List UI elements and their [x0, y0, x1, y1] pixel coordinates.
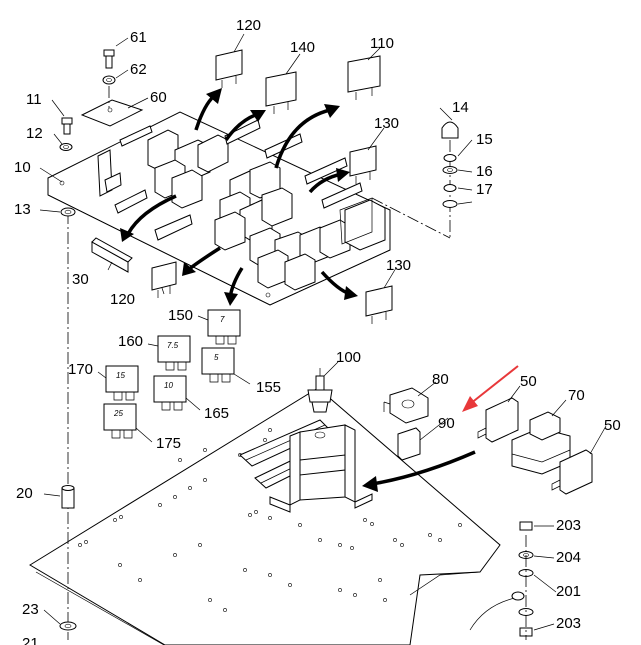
loose-relay [265, 71, 297, 114]
callout-110: 110 [370, 35, 394, 52]
callout-62: 62 [130, 61, 147, 78]
callout-175: 175 [156, 435, 181, 452]
standoff [61, 485, 75, 509]
callout-70: 70 [568, 387, 585, 404]
fuse: 15 [105, 365, 139, 401]
loose-relay [347, 55, 381, 100]
fuse-rating: 25 [113, 409, 123, 418]
terminal-cover [397, 427, 421, 461]
leader-lines [39, 33, 607, 631]
callout-160: 160 [118, 333, 143, 350]
screw-stack-left [59, 117, 76, 217]
callout-100: 100 [336, 349, 361, 366]
callout-120-bottom: 120 [110, 291, 135, 308]
terminal-block [383, 387, 429, 424]
callout-50-right: 50 [604, 417, 621, 434]
fuse-rating: 7.5 [167, 341, 179, 350]
circuit-breaker [511, 411, 571, 475]
highlight-arrow [462, 365, 519, 412]
callout-130-top: 130 [374, 115, 399, 132]
callout-20: 20 [16, 485, 33, 502]
callout-90: 90 [438, 415, 455, 432]
callout-61: 61 [130, 29, 147, 46]
callout-120-top: 120 [236, 17, 261, 34]
end-stop [477, 397, 519, 443]
fuse: 7.5 [157, 335, 191, 371]
callout-60: 60 [150, 89, 167, 106]
circuit-board [47, 111, 391, 306]
fuse-rating: 5 [214, 353, 219, 362]
callout-204: 204 [556, 549, 581, 566]
washer-bottom [59, 621, 77, 631]
loose-relay [215, 49, 243, 88]
callout-80: 80 [432, 371, 449, 388]
ground-stack [469, 521, 534, 640]
fuse: 5 [201, 347, 235, 383]
board-relays [147, 129, 386, 291]
callout-16: 16 [476, 163, 493, 180]
callout-12: 12 [26, 125, 43, 142]
bracket [269, 424, 373, 513]
fuse-rating: 10 [164, 381, 173, 390]
callout-23: 23 [22, 601, 39, 618]
grommet [307, 368, 333, 413]
callout-170: 170 [68, 361, 93, 378]
flow-arrows [120, 88, 476, 492]
callout-130-bottom: 130 [386, 257, 411, 274]
fuse: 25 [103, 403, 137, 439]
callout-14: 14 [452, 99, 469, 116]
callout-30: 30 [72, 271, 89, 288]
callout-150: 150 [168, 307, 193, 324]
callout-21: 21 [22, 635, 39, 645]
fuse: 10 [153, 375, 187, 411]
fuse-rating: 7 [220, 315, 225, 324]
callout-155: 155 [256, 379, 281, 396]
label-plate [80, 49, 144, 127]
callout-11: 11 [26, 91, 42, 108]
fuse: 7 [207, 309, 241, 345]
hardware-stack-right [441, 121, 459, 208]
callout-165: 165 [204, 405, 229, 422]
callout-203-top: 203 [556, 517, 581, 534]
callout-17: 17 [476, 181, 493, 198]
callout-50-left: 50 [520, 373, 537, 390]
callout-labels: 61 62 60 11 12 10 13 30 120 120 140 110 … [14, 17, 621, 645]
loose-relay [349, 145, 377, 184]
loose-relay [365, 285, 393, 324]
callout-13: 13 [14, 201, 31, 218]
callout-203-bottom: 203 [556, 615, 581, 632]
center-line [371, 197, 451, 239]
callout-140: 140 [290, 39, 315, 56]
base-plate [29, 387, 501, 645]
loose-relay [151, 261, 177, 298]
callout-10: 10 [14, 159, 31, 176]
end-stop [551, 449, 593, 495]
fuse-rating: 15 [116, 371, 125, 380]
connector-block [91, 237, 133, 273]
callout-201: 201 [556, 583, 581, 600]
callout-15: 15 [476, 131, 493, 148]
